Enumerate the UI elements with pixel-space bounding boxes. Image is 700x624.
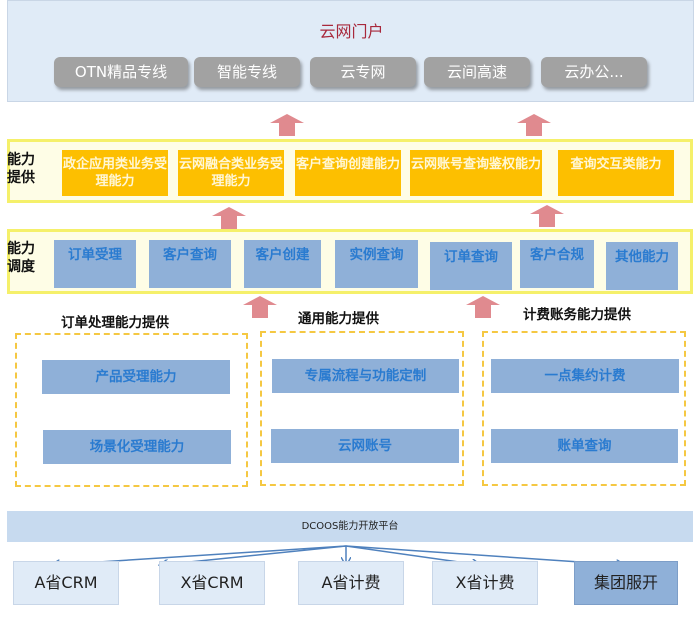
item-bill-query: 账单查询	[491, 429, 678, 463]
dispatch-customer-compliance: 客户合规	[520, 240, 594, 288]
up-arrow-icon	[243, 296, 277, 318]
section-general	[260, 331, 464, 486]
capability-gov-enterprise-app: 政企应用类业务受理能力	[62, 150, 168, 196]
capability-account-query-auth: 云网账号查询鉴权能力	[410, 150, 542, 196]
dispatch-order-accept: 订单受理	[54, 240, 136, 288]
portal-button-otn[interactable]: OTN精品专线	[54, 57, 188, 87]
up-arrow-icon	[530, 205, 564, 227]
up-arrow-icon	[270, 114, 304, 136]
item-unified-billing: 一点集约计费	[491, 359, 679, 393]
system-x-crm: X省CRM	[159, 561, 265, 605]
item-product-acceptance: 产品受理能力	[42, 360, 230, 394]
portal-button-smart-line[interactable]: 智能专线	[194, 57, 300, 87]
cloud-portal-panel: 云网门户 OTN精品专线 智能专线 云专网 云间高速 云办公...	[7, 0, 694, 102]
item-scenario-acceptance: 场景化受理能力	[43, 430, 231, 464]
dcoos-platform-bar: DCOOS能力开放平台	[7, 511, 693, 542]
dispatch-customer-query: 客户查询	[149, 240, 231, 288]
portal-button-cloud-private-net[interactable]: 云专网	[310, 57, 416, 87]
dispatch-other-capability: 其他能力	[606, 242, 678, 290]
section-title-general: 通用能力提供	[298, 311, 379, 327]
system-a-crm: A省CRM	[13, 561, 119, 605]
capability-query-interaction: 查询交互类能力	[558, 150, 674, 196]
portal-title: 云网门户	[319, 22, 384, 41]
system-a-billing: A省计费	[298, 561, 404, 605]
item-cloud-net-account: 云网账号	[271, 429, 459, 463]
dispatch-order-query: 订单查询	[430, 242, 512, 290]
portal-button-cloud-highspeed[interactable]: 云间高速	[424, 57, 530, 87]
capability-cloud-net-fusion: 云网融合类业务受理能力	[178, 150, 284, 196]
system-x-billing: X省计费	[432, 561, 538, 605]
section-title-order-processing: 订单处理能力提供	[61, 315, 169, 331]
portal-button-cloud-office[interactable]: 云办公...	[541, 57, 647, 87]
capability-dispatch-label: 能力调度	[7, 241, 35, 275]
capability-provide-label: 能力提供	[7, 152, 35, 186]
up-arrow-icon	[466, 296, 500, 318]
system-group-service: 集团服开	[574, 561, 678, 605]
dispatch-customer-create: 客户创建	[244, 240, 321, 288]
up-arrow-icon	[517, 114, 551, 136]
item-custom-workflow: 专属流程与功能定制	[272, 359, 459, 393]
section-billing	[482, 331, 686, 486]
section-order-processing	[15, 333, 248, 487]
dispatch-instance-query: 实例查询	[335, 240, 418, 288]
up-arrow-icon	[212, 207, 246, 229]
capability-customer-query-create: 客户查询创建能力	[295, 150, 401, 196]
section-title-billing: 计费账务能力提供	[523, 307, 631, 323]
